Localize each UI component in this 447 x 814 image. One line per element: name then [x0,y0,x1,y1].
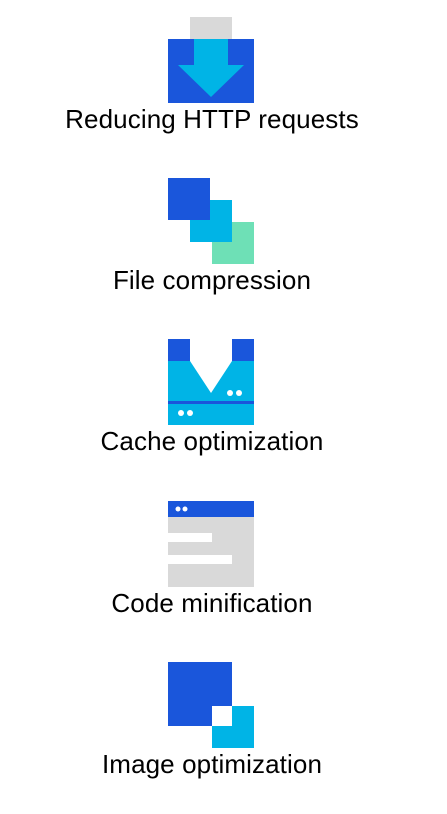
feature-label: File compression [112,265,312,295]
feature-label: Cache optimization [100,426,324,456]
download-arrow-icon [168,17,254,103]
stacked-squares-icon [168,178,254,264]
code-window-icon [168,501,254,587]
feature-label: Reducing HTTP requests [65,104,359,134]
feature-label: Image optimization [101,749,323,779]
cache-server-icon [168,339,254,425]
feature-label: Code minification [111,588,313,618]
image-squares-icon [168,662,254,748]
